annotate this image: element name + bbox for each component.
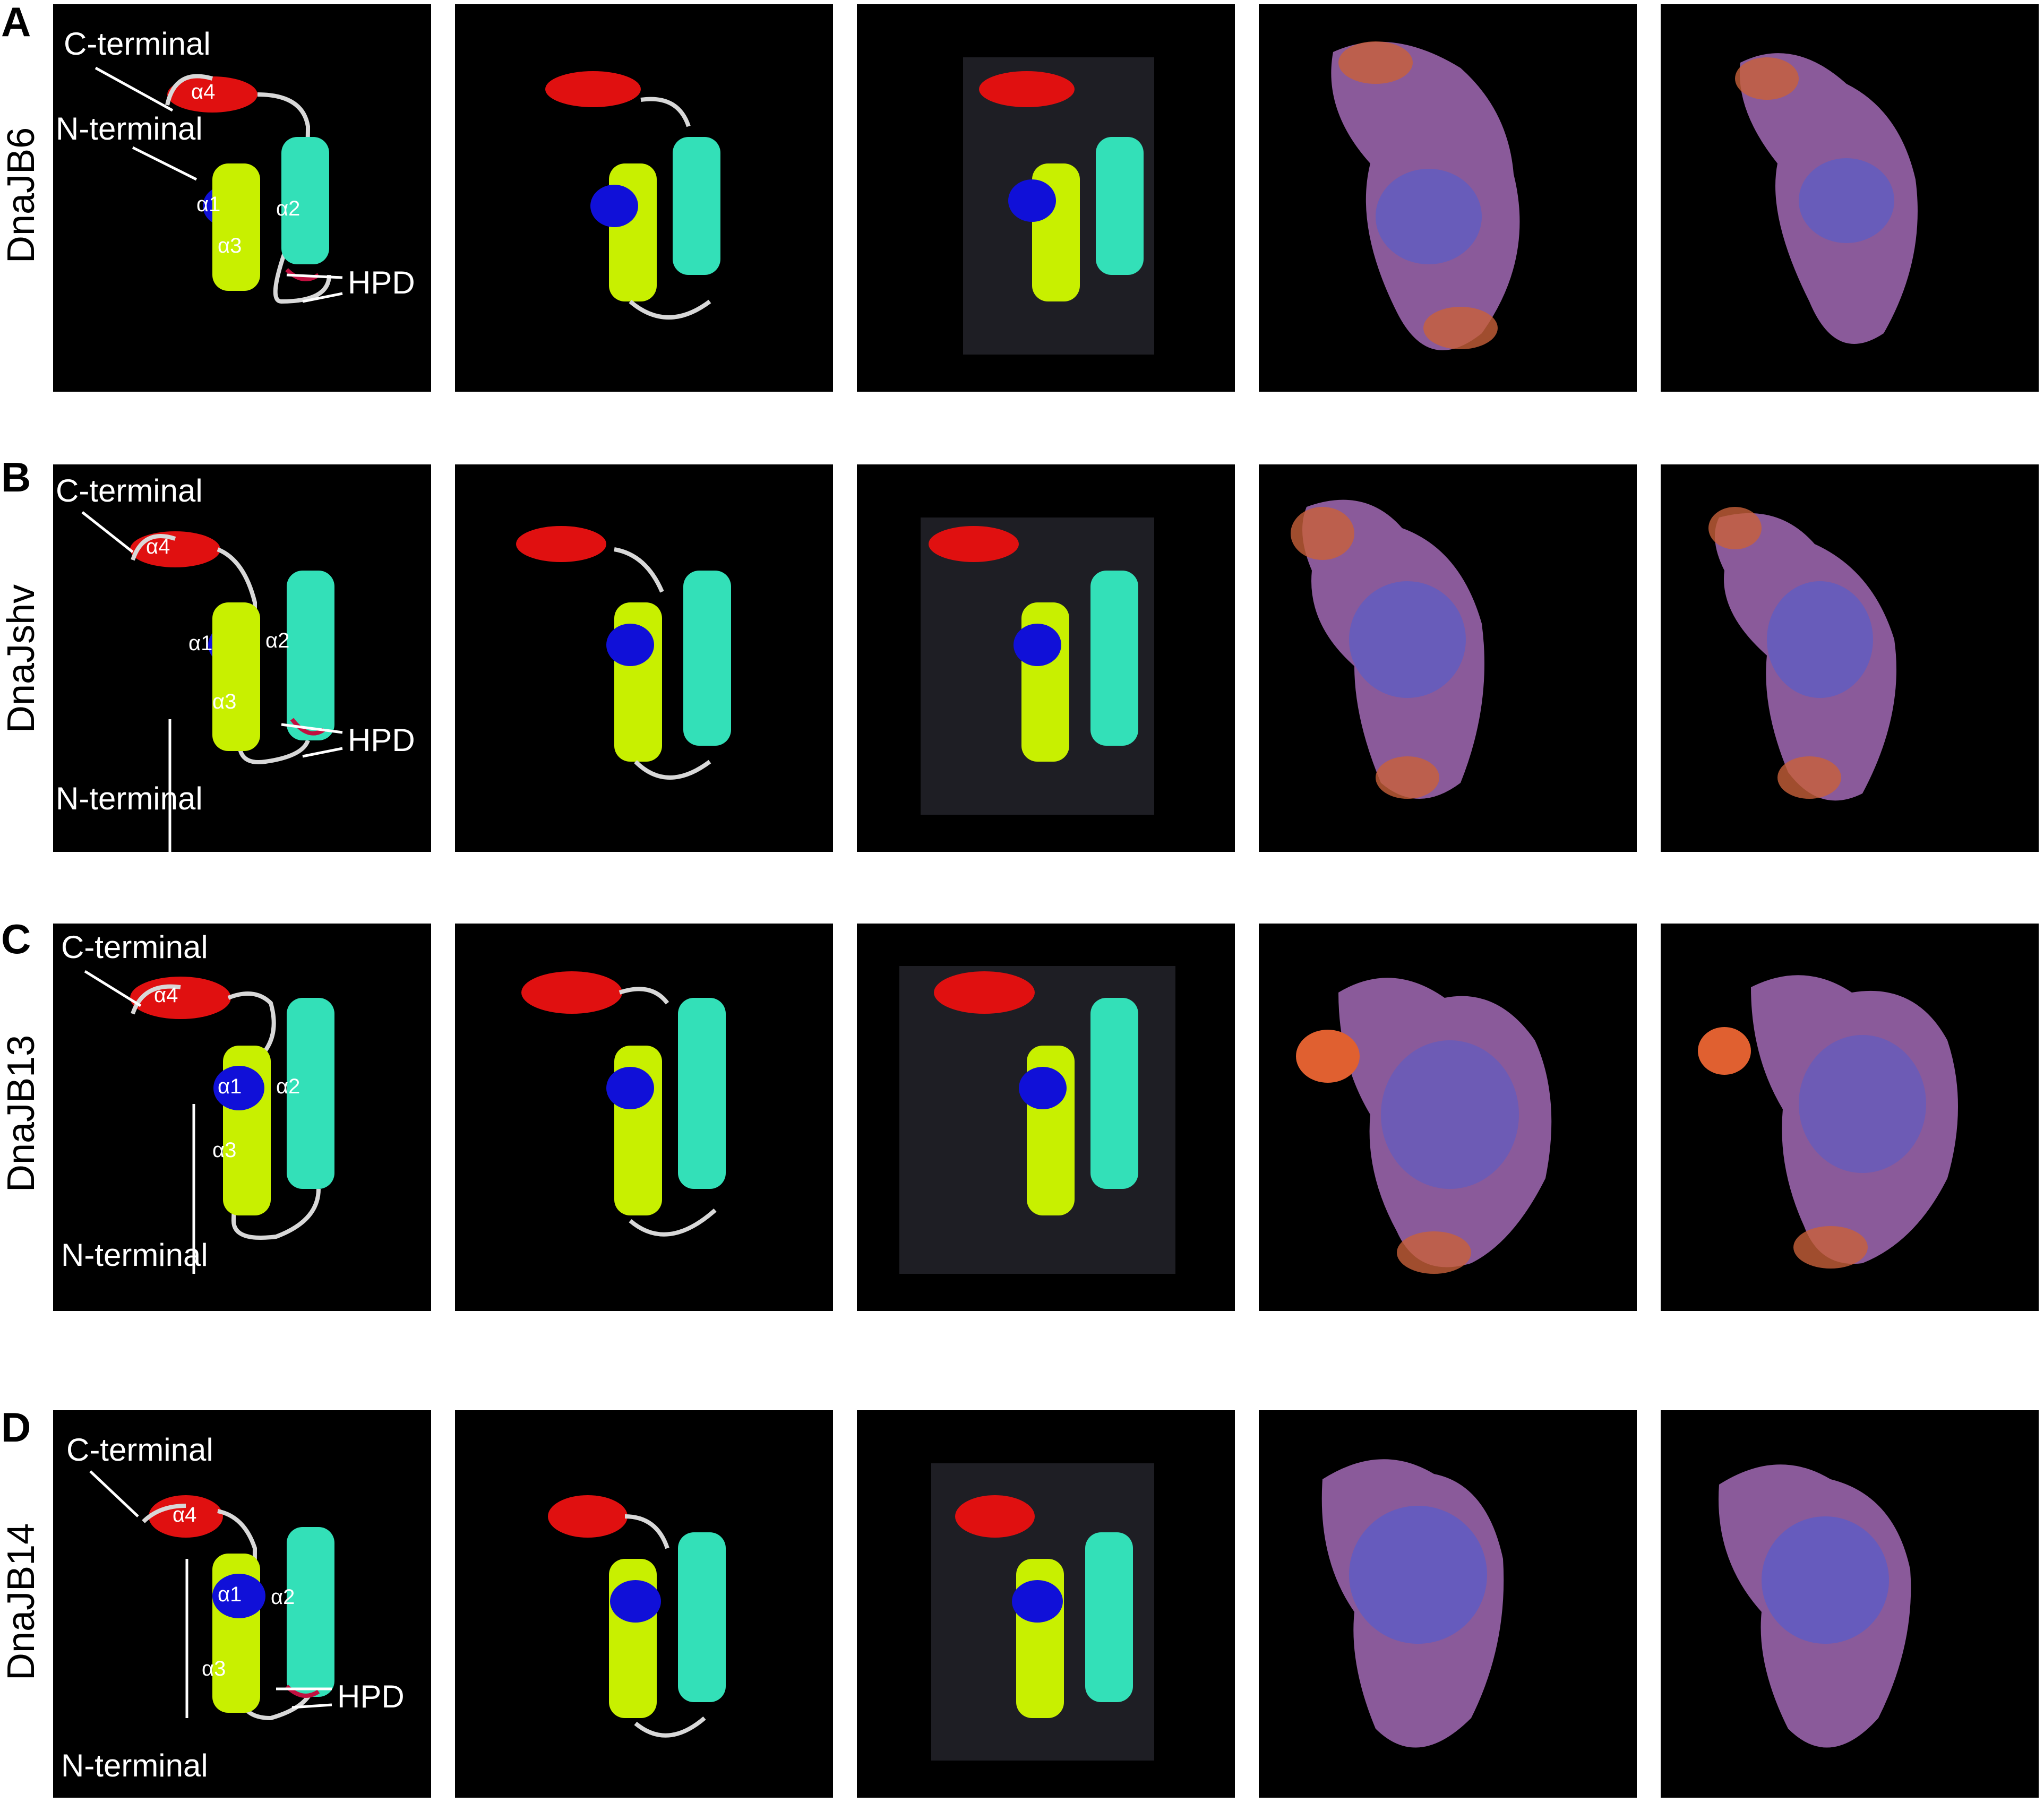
ribbon-atom-panel-a <box>857 4 1235 392</box>
hpd-label: HPD <box>348 265 415 300</box>
helix-a1-label: α1 <box>218 1583 242 1606</box>
helix-a4 <box>167 76 257 113</box>
spacefill-panel-a <box>1661 4 2039 392</box>
helix-a4-label: α4 <box>173 1503 196 1526</box>
surface-panel-d <box>1259 1410 1637 1798</box>
helix-a3 <box>212 602 260 751</box>
helix-a1 <box>212 1574 265 1618</box>
spacefill-panel-c <box>1661 924 2039 1311</box>
n-terminal-label: N-terminal <box>56 111 203 146</box>
ribbon-residue-panel-c <box>455 924 833 1311</box>
spacefill-panel-d <box>1661 1410 2039 1798</box>
helix-a1-label: α1 <box>218 1075 242 1098</box>
helix-a2-label: α2 <box>271 1585 295 1609</box>
helix-a4 <box>130 977 231 1019</box>
hpd-loop <box>290 718 325 736</box>
n-terminal-arrow <box>132 146 197 181</box>
helix-a3-label: α3 <box>218 234 242 257</box>
row-name-b: DnaJshv <box>0 584 42 733</box>
n-terminal-label: N-terminal <box>61 1748 208 1783</box>
helix-a2-label: α2 <box>265 629 289 652</box>
helix-a3-label: α3 <box>212 690 236 713</box>
helix-a2 <box>287 998 334 1189</box>
ribbon-structure-d: α4 α1 α2 α3 C-terminal N-terminal HPD <box>61 1432 405 1783</box>
helix-a3-label: α3 <box>202 1657 226 1680</box>
surface-panel-b <box>1259 464 1637 852</box>
ribbon-panel-a: α4 α1 α2 α3 C-terminal N-terminal HPD <box>53 4 431 392</box>
c-terminal-label: C-terminal <box>64 26 211 62</box>
ribbon-structure-b: α4 α1 α2 α3 C-terminal N-terminal HPD <box>56 473 415 852</box>
ribbon-atom-panel-b <box>857 464 1235 852</box>
row-letter-d: D <box>1 1404 31 1451</box>
helix-a2-label: α2 <box>276 1075 300 1098</box>
c-terminal-label: C-terminal <box>56 473 203 508</box>
helix-a2 <box>287 1527 334 1697</box>
hpd-arrow <box>276 1687 332 1709</box>
helix-a1 <box>213 1066 264 1110</box>
ribbon-structure-c: α4 α1 α2 α3 C-terminal N-terminal <box>61 929 334 1274</box>
row-letter-b: B <box>1 454 31 501</box>
helix-a4 <box>130 531 220 567</box>
row-name-d: DnaJB14 <box>0 1523 42 1680</box>
hpd-arrow <box>286 273 343 303</box>
n-terminal-label: N-terminal <box>61 1237 208 1273</box>
helix-a2 <box>281 137 329 264</box>
ribbon-residue-panel-d <box>455 1410 833 1798</box>
c-terminal-label: C-terminal <box>61 929 208 965</box>
surface-panel-c <box>1259 924 1637 1311</box>
helix-a4-label: α4 <box>191 80 215 103</box>
hpd-label: HPD <box>337 1679 405 1714</box>
c-terminal-arrow <box>81 511 134 553</box>
hpd-arrow <box>281 723 343 758</box>
ribbon-atom-panel-c <box>857 924 1235 1311</box>
helix-a2-label: α2 <box>276 197 300 220</box>
row-name-c: DnaJB13 <box>0 1034 42 1192</box>
helix-a4-label: α4 <box>154 984 178 1007</box>
surface-panel-a <box>1259 4 1637 392</box>
n-terminal-label: N-terminal <box>56 781 203 816</box>
ribbon-residue-panel-a <box>455 4 833 392</box>
helix-a4-label: α4 <box>146 535 170 558</box>
helix-a1-label: α1 <box>196 193 220 216</box>
row-name-a: DnaJB6 <box>0 127 42 263</box>
c-terminal-arrow <box>89 1470 139 1517</box>
c-terminal-label: C-terminal <box>66 1432 213 1468</box>
row-letter-c: C <box>1 916 31 962</box>
spacefill-panel-b <box>1661 464 2039 852</box>
ribbon-panel-d: α4 α1 α2 α3 C-terminal N-terminal HPD <box>53 1410 431 1798</box>
ribbon-panel-c: α4 α1 α2 α3 C-terminal N-terminal <box>53 924 431 1311</box>
ribbon-structure-a: α4 α1 α2 α3 C-terminal N-terminal HPD <box>56 26 415 304</box>
helix-a1-label: α1 <box>188 632 212 655</box>
ribbon-atom-panel-d <box>857 1410 1235 1798</box>
ribbon-panel-b: α4 α1 α2 α3 C-terminal N-terminal HPD <box>53 464 431 852</box>
hpd-label: HPD <box>348 722 415 758</box>
c-terminal-arrow <box>84 970 142 1007</box>
ribbon-residue-panel-b <box>455 464 833 852</box>
row-letter-a: A <box>1 0 31 45</box>
helix-a3 <box>212 163 260 291</box>
c-terminal-arrow <box>95 66 174 112</box>
helix-a2 <box>287 571 334 740</box>
helix-a3-label: α3 <box>212 1138 236 1162</box>
helix-a4 <box>149 1495 223 1538</box>
